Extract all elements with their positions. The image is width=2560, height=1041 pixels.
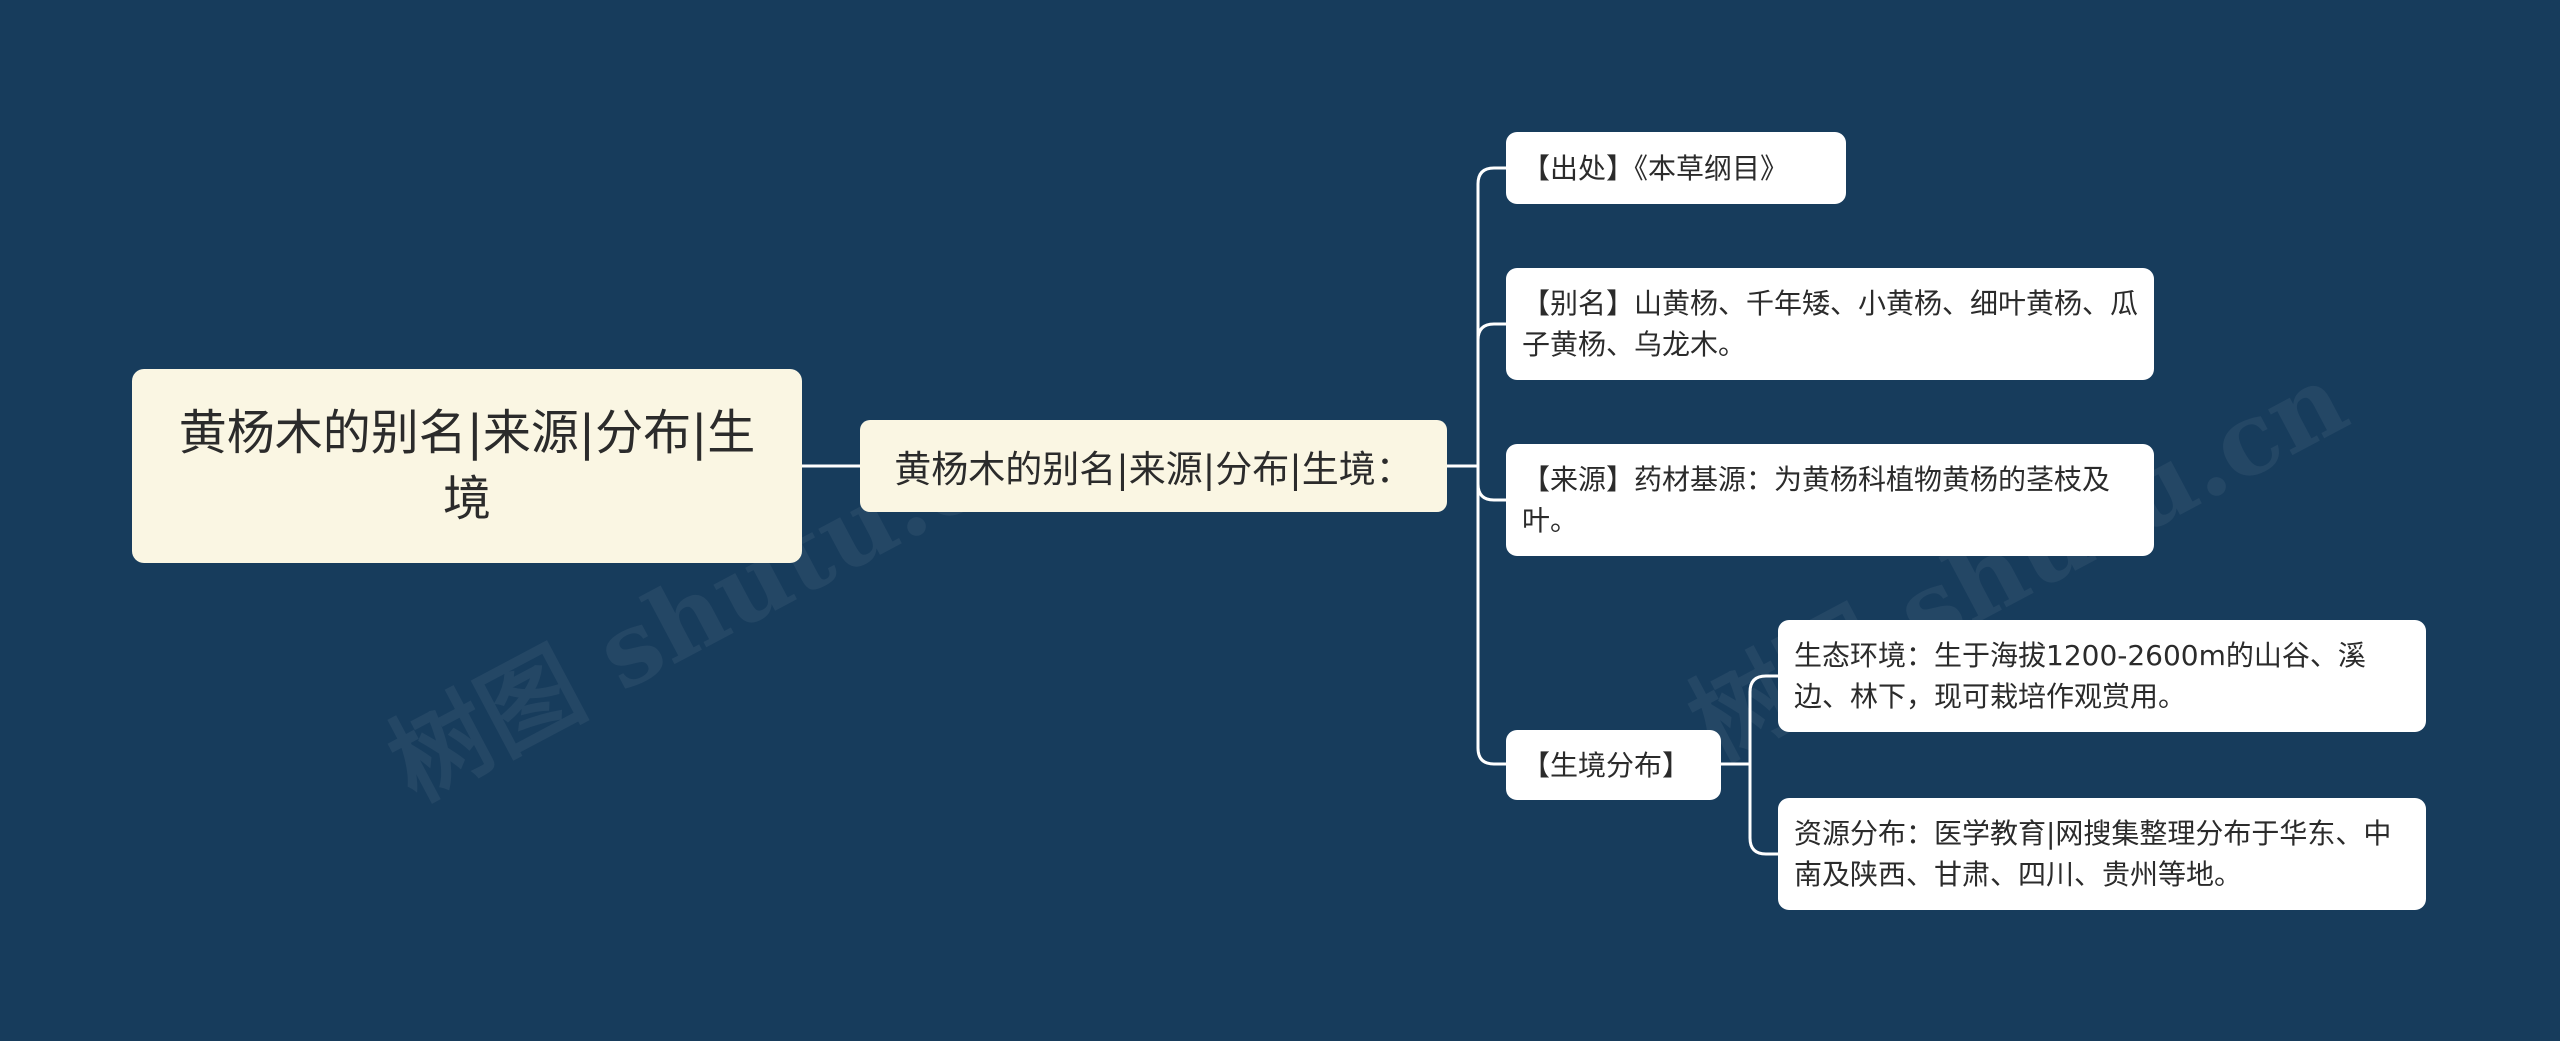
- leaf-alias[interactable]: 【别名】山黄杨、千年矮、小黄杨、细叶黄杨、瓜子黄杨、乌龙木。: [1506, 268, 2154, 380]
- connector-to-leaf-distribution: [1476, 466, 1506, 766]
- leaf-distribution[interactable]: 【生境分布】: [1506, 730, 1721, 800]
- leaf-origin-label: 【来源】药材基源：为黄杨科植物黄杨的茎枝及叶。: [1522, 463, 2111, 537]
- subtopic[interactable]: 黄杨木的别名|来源|分布|生境：: [860, 420, 1447, 512]
- leaf-distribution-label: 【生境分布】: [1522, 748, 1691, 782]
- leaf-ecology[interactable]: 生态环境：生于海拔1200-2600m的山谷、溪边、林下，现可栽培作观赏用。: [1778, 620, 2426, 732]
- connector-to-leaf-origin: [1476, 466, 1506, 502]
- leaf-source-label: 【出处】《本草纲目》: [1522, 151, 1789, 185]
- connector-to-resource: [1748, 764, 1778, 856]
- root-topic[interactable]: 黄杨木的别名|来源|分布|生境: [132, 369, 802, 563]
- connector-to-leaf-source: [1476, 166, 1506, 466]
- leaf-resource-label: 资源分布：医学教育|网搜集整理分布于华东、中南及陕西、甘肃、四川、贵州等地。: [1794, 817, 2392, 891]
- leaf-source[interactable]: 【出处】《本草纲目》: [1506, 132, 1846, 204]
- connector-to-leaf-alias: [1476, 322, 1506, 466]
- root-topic-label: 黄杨木的别名|来源|分布|生境: [178, 405, 756, 527]
- leaf-origin[interactable]: 【来源】药材基源：为黄杨科植物黄杨的茎枝及叶。: [1506, 444, 2154, 556]
- connector-to-ecology: [1748, 674, 1778, 764]
- leaf-resource[interactable]: 资源分布：医学教育|网搜集整理分布于华东、中南及陕西、甘肃、四川、贵州等地。: [1778, 798, 2426, 910]
- leaf-ecology-label: 生态环境：生于海拔1200-2600m的山谷、溪边、林下，现可栽培作观赏用。: [1794, 639, 2366, 713]
- subtopic-label: 黄杨木的别名|来源|分布|生境：: [894, 448, 1413, 491]
- leaf-alias-label: 【别名】山黄杨、千年矮、小黄杨、细叶黄杨、瓜子黄杨、乌龙木。: [1522, 287, 2139, 361]
